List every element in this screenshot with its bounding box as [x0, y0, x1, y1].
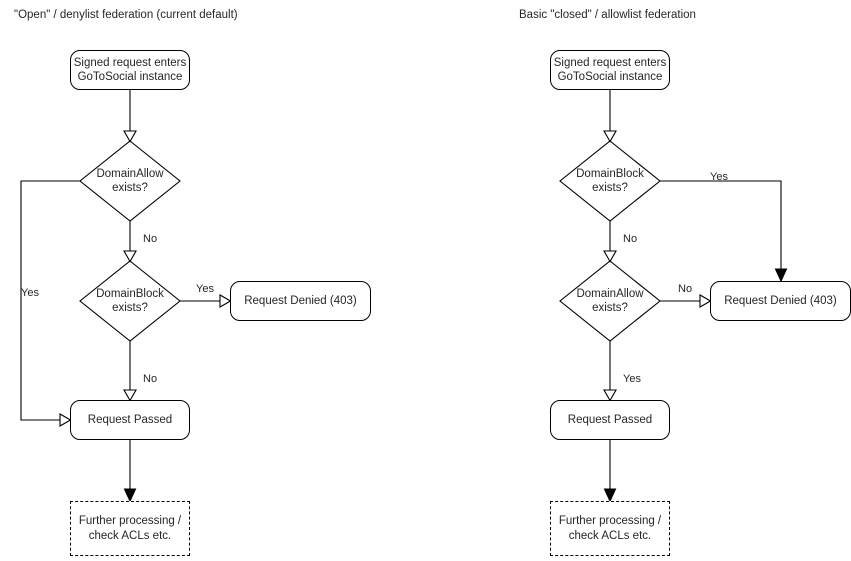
node-decision-domainblock-right[interactable]: DomainBlock exists?: [560, 141, 660, 221]
edge-domainallow-yes-right: [603, 341, 617, 402]
node-further-processing-left[interactable]: Further processing / check ACLs etc.: [70, 501, 190, 556]
node-request-passed-right[interactable]: Request Passed: [550, 400, 670, 440]
edge-domainallow-no-right: [660, 294, 712, 308]
node-decision-domainallow-right-label: DomainAllow exists?: [576, 287, 644, 315]
edge-label-domainallow-no-right: No: [678, 283, 693, 295]
edge-domainallow-no-left: [123, 221, 137, 263]
edge-label-domainallow-no-left: No: [143, 233, 158, 245]
edge-domainblock-yes-left: [180, 294, 232, 308]
node-decision-domainblock-left-label: DomainBlock exists?: [96, 287, 164, 315]
edge-label-domainblock-no-right: No: [623, 233, 638, 245]
node-decision-domainallow-left-label: DomainAllow exists?: [96, 167, 164, 195]
edge-domainblock-no-left: [123, 341, 137, 402]
node-decision-domainblock-right-label: DomainBlock exists?: [576, 167, 644, 195]
node-request-denied-left[interactable]: Request Denied (403): [230, 281, 371, 321]
node-start-right[interactable]: Signed request enters GoToSocial instanc…: [550, 50, 670, 90]
edge-start-to-domainblock-right: [603, 90, 617, 143]
node-request-denied-right[interactable]: Request Denied (403): [710, 281, 851, 321]
edge-label-domainblock-yes-left: Yes: [196, 283, 214, 295]
edge-domainblock-no-right: [603, 221, 617, 263]
edge-label-domainallow-yes-right: Yes: [623, 373, 641, 385]
edge-passed-to-further-left: [123, 440, 137, 503]
edge-label-domainallow-yes-left: Yes: [21, 287, 39, 299]
edge-passed-to-further-right: [603, 440, 617, 503]
node-decision-domainallow-right[interactable]: DomainAllow exists?: [560, 261, 660, 341]
node-decision-domainblock-left[interactable]: DomainBlock exists?: [80, 261, 180, 341]
node-start-left[interactable]: Signed request enters GoToSocial instanc…: [70, 50, 190, 90]
edge-domainallow-yes-left: [20, 180, 80, 427]
node-decision-domainallow-left[interactable]: DomainAllow exists?: [80, 141, 180, 221]
edge-start-to-domainallow-left: [123, 90, 137, 143]
node-request-passed-left[interactable]: Request Passed: [70, 400, 190, 440]
edge-label-domainblock-yes-right: Yes: [710, 171, 728, 183]
diagram-title-open-denylist: "Open" / denylist federation (current de…: [14, 9, 238, 21]
diagram-title-closed-allowlist: Basic "closed" / allowlist federation: [519, 9, 696, 21]
node-further-processing-right[interactable]: Further processing / check ACLs etc.: [550, 501, 670, 556]
edge-label-domainblock-no-left: No: [143, 373, 158, 385]
edge-domainblock-yes-right: [660, 180, 788, 283]
